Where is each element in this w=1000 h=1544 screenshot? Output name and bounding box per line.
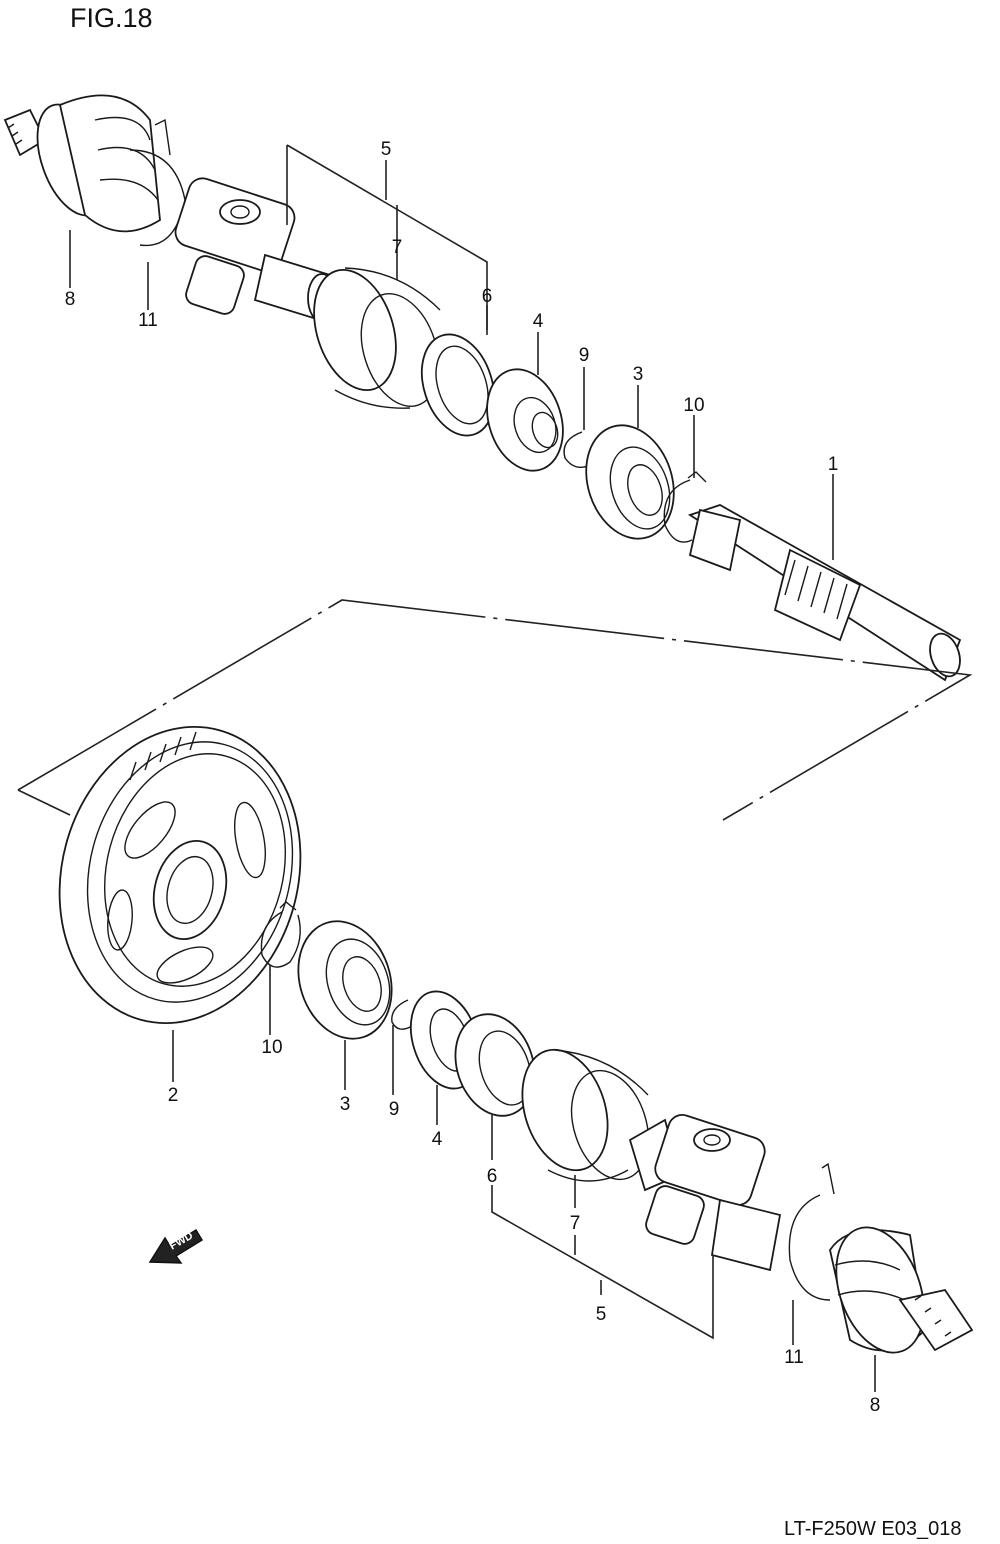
callout-upper-9: 9 <box>579 345 590 366</box>
callout-upper-5: 5 <box>381 139 392 160</box>
callout-upper-10: 10 <box>683 395 704 416</box>
callout-lower-10: 10 <box>261 1037 282 1058</box>
callout-upper-7: 7 <box>392 237 403 258</box>
callout-upper-6: 6 <box>482 286 493 307</box>
callout-lower-3: 3 <box>340 1094 351 1115</box>
part-6-ring-upper <box>420 333 496 437</box>
part-5-joint-lower <box>628 1114 782 1272</box>
lower-assembly <box>58 726 974 1354</box>
callout-lower-6: 6 <box>487 1166 498 1187</box>
part-10-circlip-upper <box>663 471 707 543</box>
callouts-lower: 2 10 3 9 4 6 7 5 11 8 <box>168 1037 881 1416</box>
callout-lower-9: 9 <box>389 1099 400 1120</box>
part-8-boot-upper <box>3 94 161 233</box>
callout-lower-8: 8 <box>870 1395 881 1416</box>
callout-upper-1: 1 <box>828 454 839 475</box>
part-2-gear <box>58 726 302 1024</box>
callout-upper-3: 3 <box>633 364 644 385</box>
part-9-snap-ring-upper <box>563 431 591 468</box>
part-4-seal-upper <box>486 368 564 472</box>
part-9-snap-ring-lower <box>391 999 413 1030</box>
part-3-bearing-upper <box>585 424 675 540</box>
fwd-arrow: FWD <box>148 1228 204 1264</box>
part-10-circlip-lower <box>260 901 301 968</box>
callout-upper-11: 11 <box>138 310 158 331</box>
part-11-clamp-lower <box>788 1162 835 1301</box>
model-code: LT-F250W E03_018 <box>784 1518 962 1540</box>
callout-lower-2: 2 <box>168 1085 179 1106</box>
part-7-sleeve-lower <box>521 1048 650 1182</box>
leader-lines <box>69 144 876 1392</box>
callout-upper-4: 4 <box>533 311 544 332</box>
callout-lower-5: 5 <box>596 1304 607 1325</box>
part-7-sleeve-upper <box>313 267 441 409</box>
part-5-joint-upper <box>174 177 337 323</box>
callout-lower-11: 11 <box>784 1347 804 1368</box>
part-6-ring-lower <box>454 1013 536 1117</box>
figure-title: FIG.18 <box>70 3 153 33</box>
callout-lower-7: 7 <box>570 1213 581 1234</box>
upper-assembly <box>3 94 962 682</box>
callouts-upper: 8 11 5 7 6 4 9 3 10 1 <box>65 139 839 475</box>
callout-lower-4: 4 <box>432 1129 443 1150</box>
assembly-frame <box>17 599 973 821</box>
part-8-boot-lower <box>829 1226 974 1354</box>
callout-upper-8: 8 <box>65 289 76 310</box>
part-3-bearing-lower <box>297 920 393 1040</box>
part-1-shaft <box>687 504 962 682</box>
